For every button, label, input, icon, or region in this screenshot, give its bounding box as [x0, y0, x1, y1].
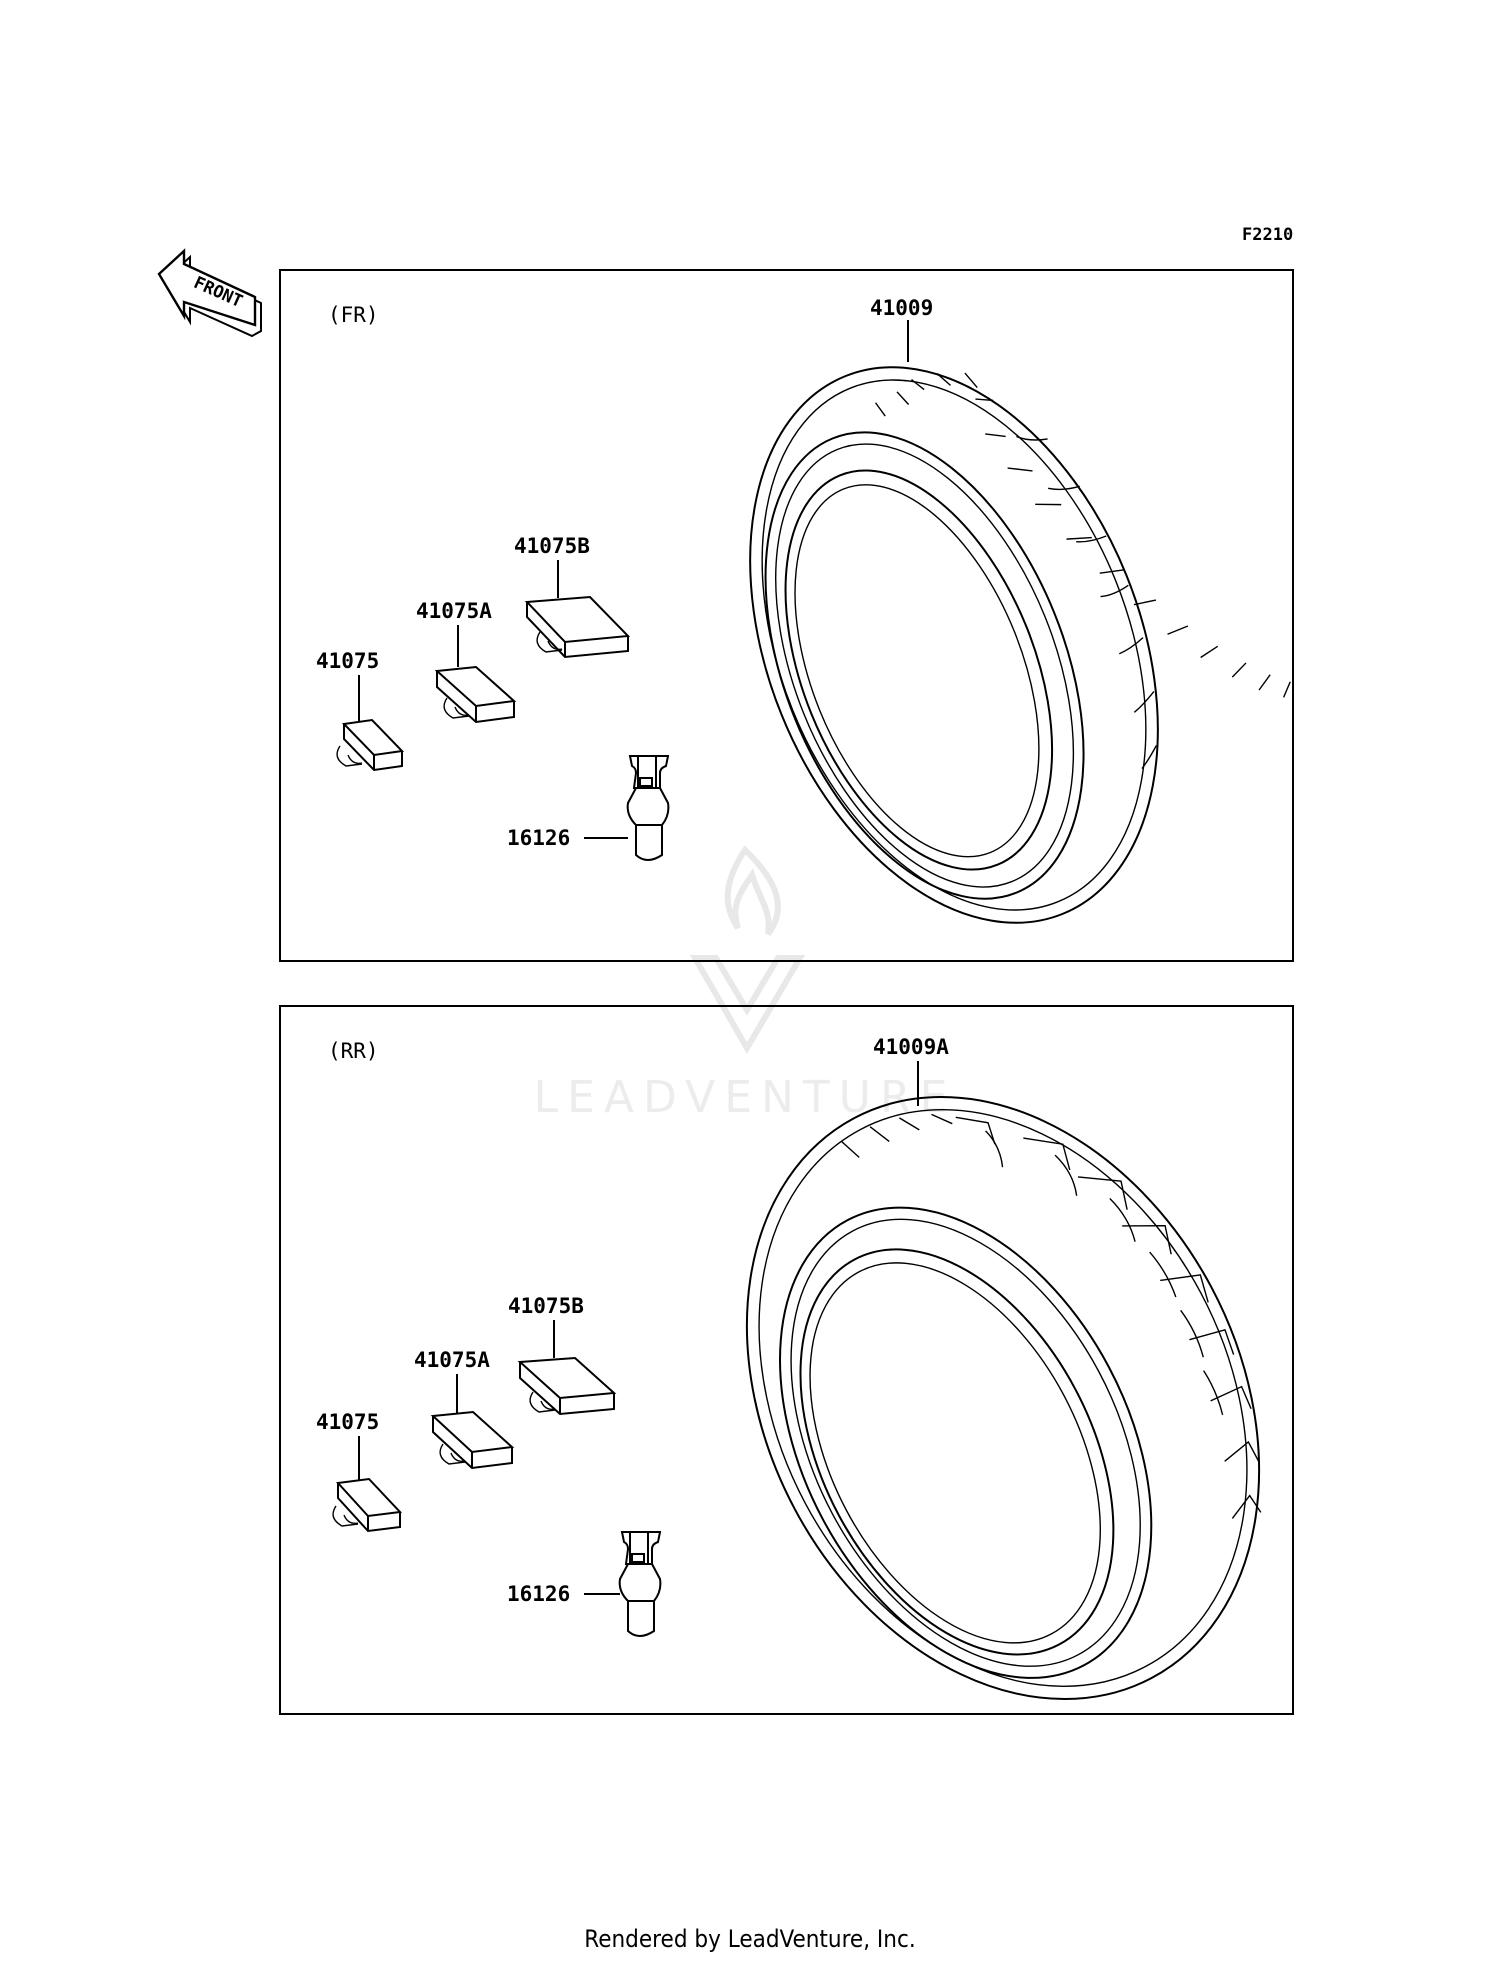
front-weight-part-number: 41075 — [316, 649, 379, 673]
rear-tire-part-number: 41009A — [873, 1035, 949, 1059]
front-weight — [336, 718, 405, 772]
front-weight-a-part-number: 41075A — [416, 599, 492, 623]
rear-valve-stem — [618, 1531, 662, 1637]
front-tire — [749, 366, 1291, 924]
rear-weight-b-part-number: 41075B — [508, 1294, 584, 1318]
rear-weight-a — [430, 1410, 515, 1470]
rear-tire — [745, 1095, 1262, 1701]
rear-weight-a-part-number: 41075A — [414, 1348, 490, 1372]
front-weight-b-part-number: 41075B — [514, 534, 590, 558]
front-tire-part-number: 41009 — [870, 296, 933, 320]
rear-panel-frame — [279, 1005, 1294, 1715]
footer-credit: Rendered by LeadVenture, Inc. — [584, 1925, 915, 1953]
watermark: LEADVENTURE — [534, 845, 957, 1123]
rear-valve-part-number: 16126 — [507, 1582, 570, 1606]
front-arrow-icon: FRONT — [157, 248, 262, 338]
front-valve-stem — [626, 755, 670, 861]
rear-weight — [332, 1477, 403, 1533]
front-weight-b — [524, 595, 631, 659]
leadventure-flame-logo — [689, 845, 806, 1054]
front-panel-frame — [279, 269, 1294, 962]
rear-weight-b — [517, 1356, 617, 1416]
front-panel: (FR) 41009 41075B — [279, 269, 1294, 962]
rear-section-label: (RR) — [328, 1039, 379, 1063]
front-valve-part-number: 16126 — [507, 826, 570, 850]
rear-panel: (RR) 41009A 41075B — [279, 1005, 1294, 1715]
watermark-text: LEADVENTURE — [534, 1072, 957, 1123]
front-section-label: (FR) — [328, 303, 379, 327]
front-weight-a — [434, 665, 517, 724]
figure-code: F2210 — [1242, 225, 1293, 245]
rear-weight-part-number: 41075 — [316, 1410, 379, 1434]
